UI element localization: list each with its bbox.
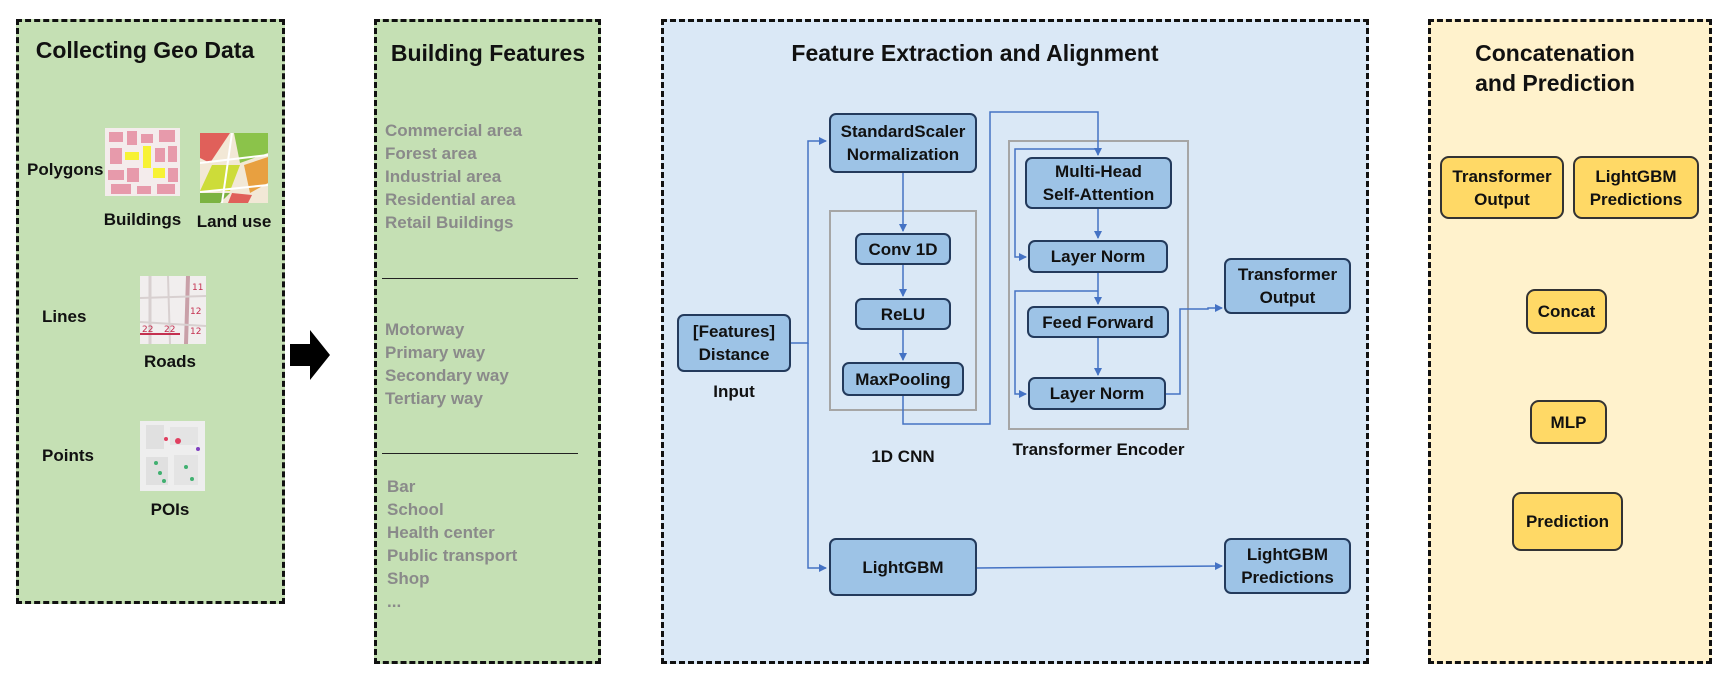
panel-concatenation-prediction — [1428, 19, 1712, 664]
svg-text:12: 12 — [190, 307, 201, 317]
feature-item: Secondary way — [385, 366, 509, 385]
feed-forward-box: Feed Forward — [1027, 306, 1169, 338]
feature-group-roads: Motorway Primary way Secondary way Terti… — [385, 318, 509, 410]
roads-map-image: 22 22 12 12 11 — [140, 276, 206, 344]
row-label-lines: Lines — [42, 307, 87, 326]
land-use-label: Land use — [196, 212, 272, 231]
feature-group-pois: Bar School Health center Public transpor… — [387, 475, 517, 613]
panel3-title: Feature Extraction and Alignment — [791, 40, 1159, 66]
buildings-map-image — [105, 128, 180, 196]
cnn-label: 1D CNN — [871, 447, 935, 466]
feature-item: Primary way — [385, 343, 486, 362]
panel-building-features — [374, 19, 601, 664]
feature-item: Tertiary way — [385, 389, 483, 408]
svg-text:12: 12 — [190, 327, 201, 337]
feature-item: Shop — [387, 569, 430, 588]
feature-item: ... — [387, 592, 402, 611]
feature-item: Retail Buildings — [385, 213, 514, 232]
pois-map-image — [140, 421, 205, 491]
land-use-map-image — [200, 133, 268, 203]
input-label: Input — [713, 382, 755, 401]
feature-item: Commercial area — [385, 121, 523, 140]
mlp-box: MLP — [1530, 400, 1607, 444]
feature-group-landuse: Commercial area Forest area Industrial a… — [385, 119, 522, 234]
layer-norm-2-box: Layer Norm — [1028, 377, 1166, 410]
feature-item: Industrial area — [385, 167, 502, 186]
maxpooling-box: MaxPooling — [842, 362, 964, 396]
prediction-box: Prediction — [1512, 492, 1623, 551]
pois-label: POIs — [150, 500, 190, 519]
feature-item: Public transport — [387, 546, 518, 565]
divider — [382, 278, 578, 279]
input-features-box: [Features]Distance — [677, 314, 791, 372]
concat-box: Concat — [1526, 289, 1607, 334]
feature-item: Bar — [387, 477, 416, 496]
svg-text:11: 11 — [192, 283, 203, 293]
conv1d-box: Conv 1D — [855, 233, 951, 265]
relu-box: ReLU — [855, 298, 951, 330]
feature-item: Health center — [387, 523, 495, 542]
arrow-right-icon — [290, 330, 330, 380]
buildings-label: Buildings — [103, 210, 182, 229]
encoder-label: Transformer Encoder — [1012, 440, 1185, 459]
panel1-title: Collecting Geo Data — [35, 37, 255, 63]
svg-text:22: 22 — [142, 325, 153, 335]
layer-norm-1-box: Layer Norm — [1028, 240, 1168, 273]
row-label-points: Points — [42, 446, 94, 465]
feature-item: Forest area — [385, 144, 477, 163]
row-label-polygons: Polygons — [27, 160, 104, 179]
lightgbm-box: LightGBM — [829, 538, 977, 596]
roads-label: Roads — [144, 352, 196, 371]
feature-item: Motorway — [385, 320, 465, 339]
feature-item: Residential area — [385, 190, 516, 209]
feature-item: School — [387, 500, 444, 519]
divider — [382, 453, 578, 454]
svg-text:22: 22 — [164, 325, 175, 335]
panel2-title: Building Features — [390, 40, 586, 66]
